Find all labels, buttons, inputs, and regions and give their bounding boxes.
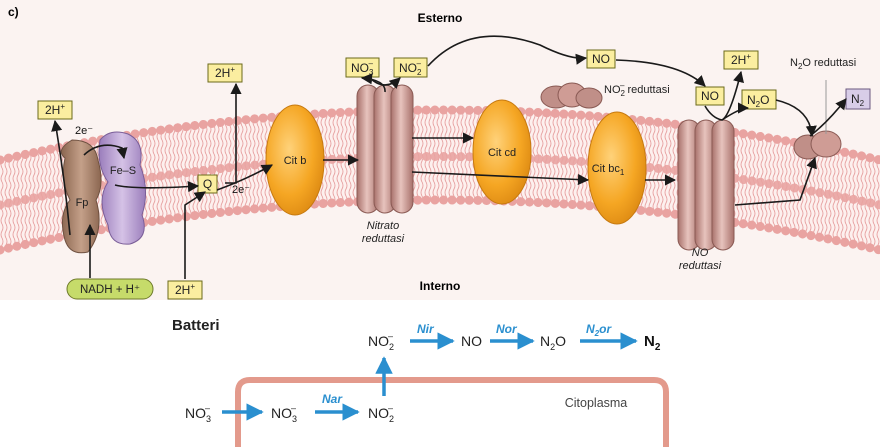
bacteria-title: Batteri	[172, 317, 220, 334]
no-reductase-label-2: reduttasi	[679, 260, 722, 272]
box-n2: N2	[845, 88, 871, 110]
cit-cd-ellipse	[472, 99, 532, 205]
nitrate-reductase-label-1: Nitrato	[367, 220, 399, 232]
svg-text:NO3–: NO3–	[351, 59, 374, 77]
svg-text:NO: NO	[592, 52, 610, 66]
box-n2o: N2O	[741, 89, 777, 110]
svg-text:NO: NO	[701, 89, 719, 103]
fes-label: Fe–S	[110, 165, 136, 177]
pathway-arrows	[222, 332, 638, 421]
inside-label: Interno	[420, 279, 461, 293]
box-2h-fp: 2H+	[37, 100, 73, 120]
fp-label: Fp	[76, 197, 89, 209]
panel-label: c)	[8, 5, 19, 19]
svg-text:NO2–: NO2–	[399, 59, 422, 77]
species-n2o: N2O	[540, 333, 566, 352]
svg-text:N2O: N2O	[747, 93, 769, 109]
cytoplasm-membrane	[235, 377, 669, 447]
svg-text:2H+: 2H+	[45, 102, 65, 117]
electron-label-1: 2e⁻	[75, 125, 93, 137]
nitrite-reductase-blob	[540, 82, 603, 109]
cit-b-label: Cit b	[284, 155, 307, 167]
no-reductase-label-1: NO	[692, 247, 709, 259]
svg-text:Q: Q	[203, 177, 212, 191]
flow-arrows	[51, 35, 847, 279]
nitrate-reductase-label-2: reduttasi	[362, 233, 405, 245]
cit-cd-label: Cit cd	[488, 147, 516, 159]
box-q: Q	[197, 174, 218, 194]
svg-text:N2: N2	[851, 92, 865, 108]
enzyme-nor: Nor	[496, 322, 518, 336]
svg-text:2H+: 2H+	[175, 282, 195, 297]
cytoplasm-label: Citoplasma	[565, 396, 628, 410]
box-no-top: NO	[586, 49, 616, 69]
nitrate-reductase	[356, 84, 414, 214]
box-no-mid: NO	[695, 86, 725, 106]
box-2h-q: 2H+	[207, 63, 243, 83]
fes-complex: Fe–S	[98, 131, 146, 245]
box-no2: NO2–	[393, 57, 428, 78]
cit-bc1-label: Cit bc1	[592, 163, 625, 177]
nitrite-reductase-label: NO2– reduttasi	[604, 81, 670, 98]
box-no3: NO3–	[345, 57, 380, 78]
species-n2: N2	[644, 333, 661, 353]
n2o-reductase-label: N2O reduttasi	[790, 57, 856, 71]
no-reductase	[677, 119, 735, 251]
svg-text:NADH + H⁺: NADH + H⁺	[80, 284, 140, 296]
cit-bc1-ellipse	[587, 111, 647, 225]
nadh-pill: NADH + H⁺	[66, 278, 154, 300]
enzyme-nir: Nir	[417, 322, 435, 336]
enzyme-n2or: N2or	[586, 322, 612, 338]
box-2h-no: 2H+	[723, 50, 759, 70]
svg-text:2H+: 2H+	[731, 52, 751, 67]
species-no3-in: NO3–	[271, 403, 297, 424]
enzyme-nar: Nar	[322, 392, 343, 406]
species-no: NO	[461, 333, 482, 349]
electron-label-2: 2e⁻	[232, 184, 250, 196]
box-2h-in: 2H+	[167, 280, 203, 300]
svg-text:2H+: 2H+	[215, 65, 235, 80]
species-no2-in: NO2–	[368, 403, 394, 424]
species-no2-out: NO2–	[368, 331, 394, 352]
species-no3-out: NO3–	[185, 403, 211, 424]
outside-label: Esterno	[418, 11, 463, 25]
